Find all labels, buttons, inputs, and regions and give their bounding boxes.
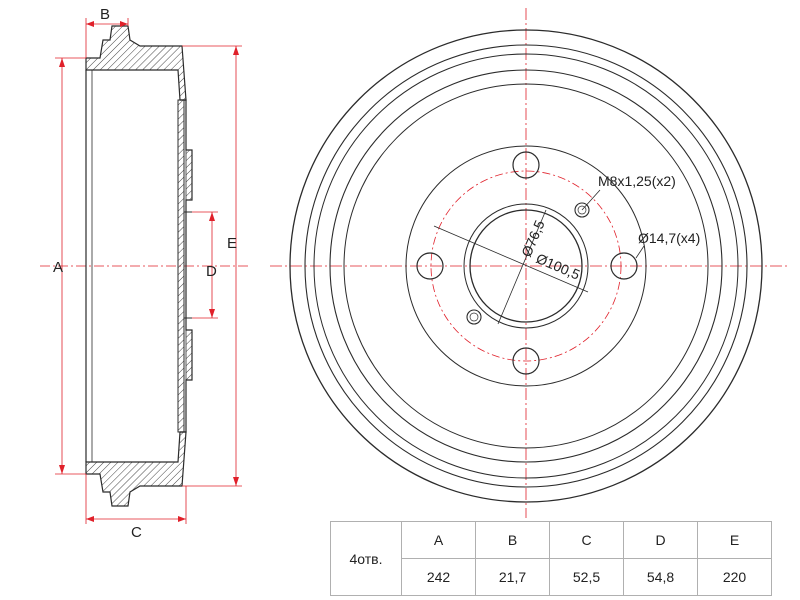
table-value-cell: 54,8	[623, 558, 698, 596]
table-value-cell: 52,5	[549, 558, 624, 596]
table-value-cell: 21,7	[475, 558, 550, 596]
table-header-cell: D	[623, 521, 698, 559]
dimension-e: E	[182, 45, 242, 487]
table-value-cell: 242	[401, 558, 476, 596]
dimension-b: B	[85, 6, 129, 58]
dimension-c-label: C	[131, 524, 142, 541]
center-bore	[469, 209, 583, 323]
bolt-circle-diameter-label: Ø100,5	[534, 250, 583, 283]
thread-holes-label: M8x1,25(x2)	[598, 173, 676, 189]
table-row-label: 4отв.	[330, 521, 402, 596]
table-value-row: 242 21,7 52,5 54,8 220	[331, 558, 772, 596]
table-header-cell: B	[475, 521, 550, 559]
front-view: M8x1,25(x2) Ø14,7(x4) Ø100,5 Ø76,5	[270, 8, 790, 518]
dimension-d: D	[192, 211, 218, 319]
side-section-view: A E D B	[40, 6, 250, 541]
dimension-e-label: E	[227, 235, 237, 252]
dimension-c: C	[85, 474, 187, 541]
bolt-circle	[430, 170, 622, 362]
dimension-table: 4отв. A B C D E 242 21,7 52,5 54,8 220	[330, 521, 772, 596]
dimension-d-label: D	[206, 263, 217, 280]
table-header-cell: A	[401, 521, 476, 559]
table-header-cell: C	[549, 521, 624, 559]
dimension-a: A	[53, 57, 86, 475]
stud-holes	[416, 151, 638, 375]
drum-outer-ring	[289, 29, 763, 503]
dimension-a-label: A	[53, 259, 63, 276]
table-header-row: 4отв. A B C D E	[330, 521, 772, 596]
threaded-holes	[466, 202, 590, 325]
table-value-cell: 220	[697, 558, 772, 596]
dimension-b-label: B	[100, 6, 110, 23]
drum-section-bottom	[85, 431, 187, 507]
table-header-cell: E	[697, 521, 772, 559]
drum-section-top	[85, 25, 187, 101]
stud-holes-label: Ø14,7(x4)	[638, 230, 700, 246]
